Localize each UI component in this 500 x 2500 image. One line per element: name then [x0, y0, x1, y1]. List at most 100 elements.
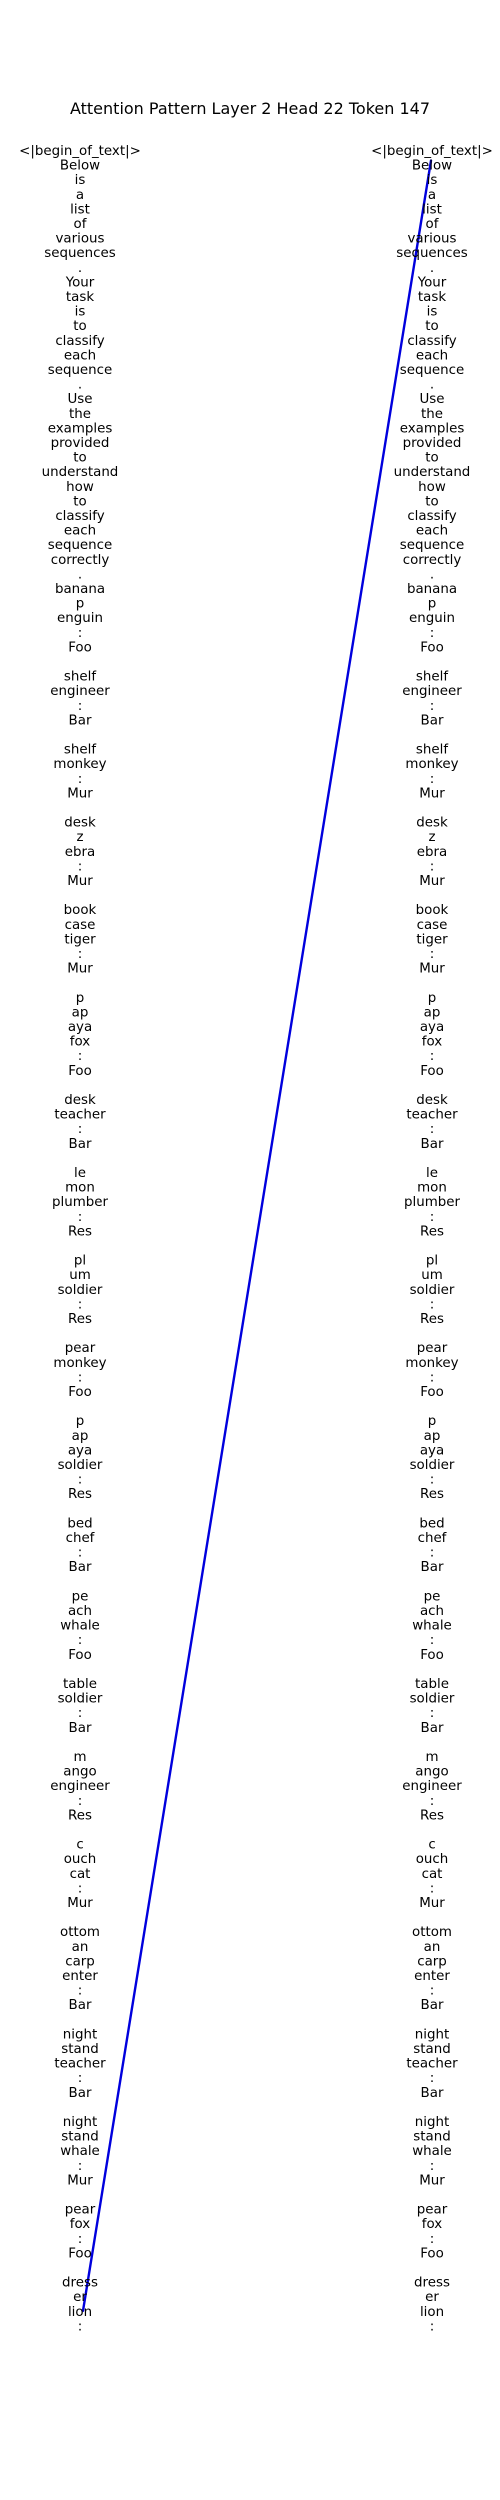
- source-token: Mur: [67, 2173, 93, 2188]
- figure-title: Attention Pattern Layer 2 Head 22 Token …: [70, 99, 430, 118]
- source-token: to: [73, 451, 86, 466]
- source-token: :: [78, 772, 83, 787]
- target-token: :: [430, 626, 435, 641]
- target-token: Mur: [419, 962, 445, 977]
- source-token: m: [73, 1750, 86, 1765]
- source-token: :: [78, 1122, 83, 1137]
- target-token: sequence: [400, 538, 465, 553]
- source-token: monkey: [53, 1356, 106, 1371]
- source-token: z: [76, 830, 83, 845]
- source-token: various: [55, 232, 104, 247]
- target-token: soldier: [410, 1283, 455, 1298]
- source-token: Foo: [68, 2246, 92, 2261]
- source-token: of: [74, 217, 87, 232]
- target-token: stand: [413, 2130, 450, 2145]
- target-token: whale: [412, 1619, 452, 1634]
- source-token: :: [78, 1297, 83, 1312]
- target-token: ap: [424, 1005, 441, 1020]
- source-token: banana: [55, 582, 105, 597]
- source-token: each: [64, 524, 96, 539]
- source-token: Mur: [67, 786, 93, 801]
- target-token: whale: [412, 2144, 452, 2159]
- source-token: provided: [51, 436, 110, 451]
- source-token: :: [78, 2232, 83, 2247]
- source-token: book: [64, 903, 97, 918]
- target-token: book: [416, 903, 449, 918]
- target-token: engineer: [402, 684, 462, 699]
- source-token: Bar: [69, 1721, 92, 1736]
- source-token: each: [64, 348, 96, 363]
- target-token: Res: [420, 1808, 444, 1823]
- target-token: p: [428, 991, 437, 1006]
- source-token: :: [78, 1794, 83, 1809]
- target-token: :: [430, 1370, 435, 1385]
- target-token: various: [407, 232, 456, 247]
- source-token: Bar: [69, 2086, 92, 2101]
- target-token: ap: [424, 1429, 441, 1444]
- target-token: classify: [407, 509, 456, 524]
- source-token: ottom: [60, 1925, 100, 1940]
- source-token: understand: [42, 465, 119, 480]
- target-token: Mur: [419, 2173, 445, 2188]
- target-token: Bar: [421, 1721, 444, 1736]
- source-token: case: [65, 918, 96, 933]
- source-token: Res: [68, 1224, 92, 1239]
- source-token: carp: [65, 1954, 95, 1969]
- source-token: :: [78, 1546, 83, 1561]
- target-token: examples: [400, 421, 465, 436]
- target-token: fox: [422, 2217, 442, 2232]
- source-token: classify: [55, 334, 104, 349]
- source-token: soldier: [58, 1692, 103, 1707]
- target-token: cat: [422, 1867, 443, 1882]
- target-token: :: [430, 1706, 435, 1721]
- source-token: chef: [66, 1531, 95, 1546]
- target-token: Use: [419, 392, 444, 407]
- source-token: soldier: [58, 1458, 103, 1473]
- target-token: monkey: [405, 757, 458, 772]
- target-token: soldier: [410, 1458, 455, 1473]
- source-token: Bar: [69, 1137, 92, 1152]
- source-token: bed: [67, 1516, 92, 1531]
- target-token: um: [421, 1268, 443, 1283]
- source-token: is: [75, 305, 86, 320]
- source-token: p: [76, 991, 85, 1006]
- source-token: sequence: [48, 538, 113, 553]
- target-token: :: [430, 1633, 435, 1648]
- source-token: dress: [62, 2276, 98, 2291]
- source-token: Foo: [68, 1064, 92, 1079]
- source-token: ap: [72, 1429, 89, 1444]
- source-token: pe: [72, 1589, 89, 1604]
- target-token: Bar: [421, 1998, 444, 2013]
- target-token: soldier: [410, 1692, 455, 1707]
- source-token: Below: [60, 159, 100, 174]
- target-token: is: [427, 305, 438, 320]
- target-token: task: [418, 290, 446, 305]
- target-token: :: [430, 2319, 435, 2334]
- target-token: night: [415, 2115, 449, 2130]
- target-token: Your: [417, 275, 447, 290]
- target-token: pear: [417, 2203, 448, 2218]
- source-token: Res: [68, 1808, 92, 1823]
- attention-link-line: [81, 159, 433, 2313]
- source-token: Mur: [67, 962, 93, 977]
- target-token: Mur: [419, 874, 445, 889]
- target-token: each: [416, 348, 448, 363]
- target-token: .: [430, 567, 434, 582]
- source-token: table: [63, 1677, 97, 1692]
- source-token: lion: [68, 2305, 92, 2320]
- source-token: um: [69, 1268, 91, 1283]
- target-token: Foo: [420, 1385, 444, 1400]
- source-token: ach: [68, 1604, 92, 1619]
- source-token: examples: [48, 421, 113, 436]
- target-token: correctly: [403, 553, 462, 568]
- source-token: :: [78, 1984, 83, 1999]
- target-token: sequences: [396, 246, 468, 261]
- target-token: provided: [403, 436, 462, 451]
- target-token: tiger: [416, 932, 448, 947]
- target-token: :: [430, 699, 435, 714]
- target-token: teacher: [406, 1108, 458, 1123]
- target-token: ango: [415, 1765, 448, 1780]
- target-token: :: [430, 859, 435, 874]
- source-token: teacher: [54, 2057, 106, 2072]
